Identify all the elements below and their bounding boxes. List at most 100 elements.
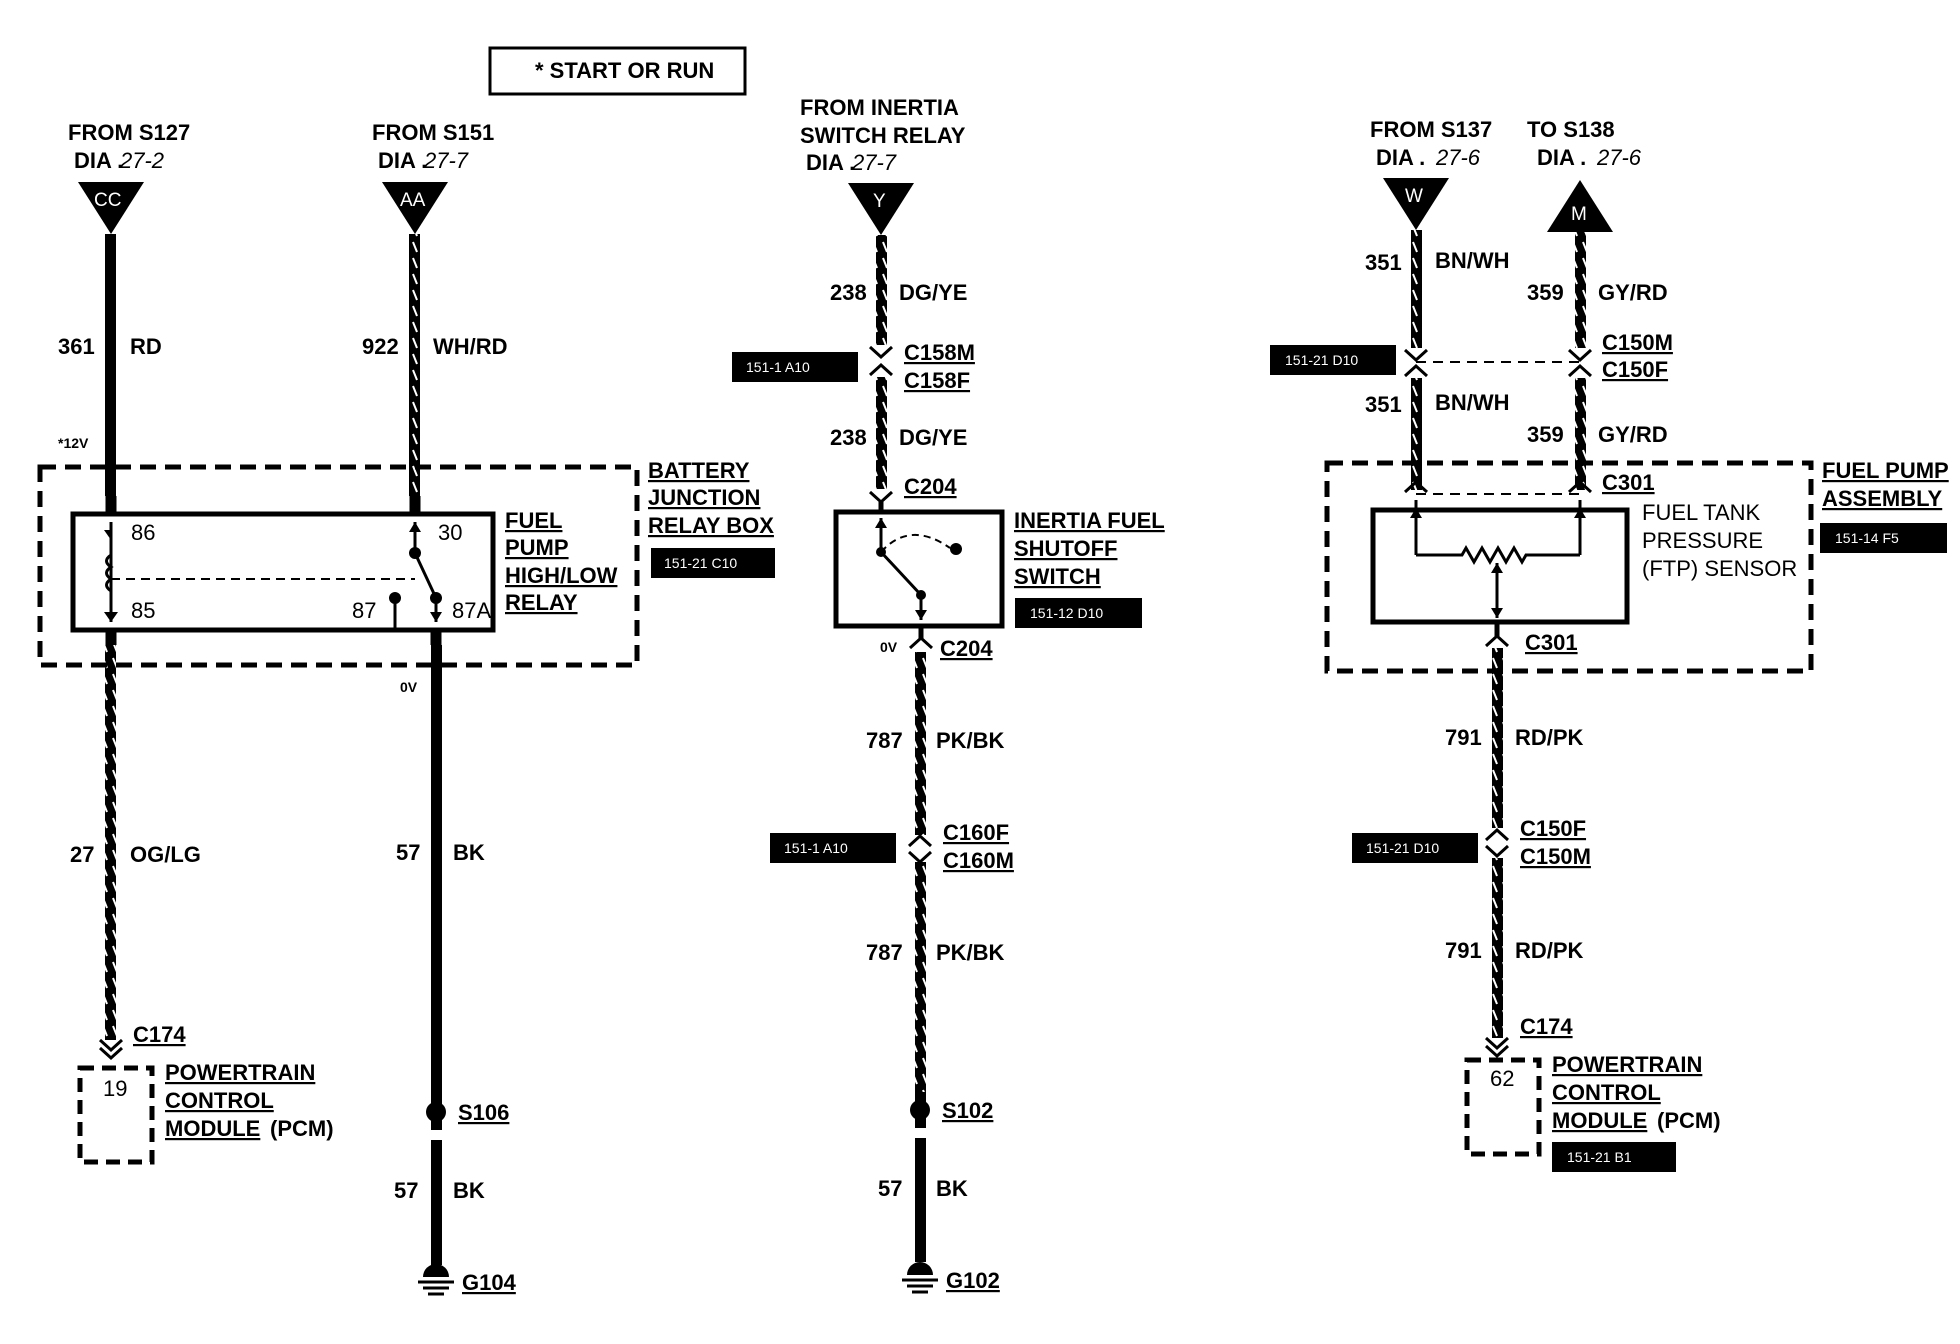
dia-prefix: DIA . bbox=[1376, 145, 1425, 170]
ground-icon bbox=[902, 1262, 938, 1294]
wire-number: 361 bbox=[58, 334, 95, 359]
ref-text: 151-21 C10 bbox=[664, 555, 737, 571]
pcm-label-2: CONTROL bbox=[165, 1088, 274, 1113]
sensor-label-3: (FTP) SENSOR bbox=[1642, 556, 1797, 581]
relay-label-2: PUMP bbox=[505, 535, 569, 560]
wire-number: 27 bbox=[70, 842, 94, 867]
connector-id: Y bbox=[873, 191, 886, 212]
wire-number: 351 bbox=[1365, 250, 1402, 275]
wire-color: BK bbox=[453, 840, 485, 865]
connector-m-icon bbox=[1547, 180, 1613, 232]
wire-number: 238 bbox=[830, 280, 867, 305]
pcm-label-3: MODULE bbox=[165, 1116, 260, 1141]
ftp-sensor-group: C150M C150F 151-21 D10 C301 FUEL PUMP AS… bbox=[1270, 330, 1949, 1172]
pcm-box bbox=[77, 1065, 155, 1165]
wire-color: GY/RD bbox=[1598, 422, 1668, 447]
ref-tag bbox=[770, 833, 896, 863]
wire-color: RD bbox=[130, 334, 162, 359]
legend-text: * START OR RUN bbox=[535, 58, 714, 83]
connector-label-b: C150F bbox=[1602, 357, 1668, 382]
sensor-label-2: PRESSURE bbox=[1642, 528, 1763, 553]
ref-text: 151-12 D10 bbox=[1030, 605, 1103, 621]
relay-label-4: RELAY bbox=[505, 590, 578, 615]
ref-text: 151-1 A10 bbox=[746, 359, 810, 375]
c204-bottom: C204 bbox=[940, 636, 993, 661]
wire-color: BN/WH bbox=[1435, 390, 1510, 415]
pcm-pin: 62 bbox=[1490, 1066, 1514, 1091]
ref-text: 151-21 B1 bbox=[1567, 1149, 1632, 1165]
ref-tag bbox=[651, 548, 775, 578]
ftp-sensor-box bbox=[1370, 507, 1630, 625]
pcm-label-1: POWERTRAIN bbox=[1552, 1052, 1702, 1077]
wire-number: 922 bbox=[362, 334, 399, 359]
dia-prefix: DIA . bbox=[806, 150, 855, 175]
voltage-label: *12V bbox=[58, 435, 89, 451]
ref-text: 151-14 F5 bbox=[1835, 530, 1899, 546]
bjb-label-2: JUNCTION bbox=[648, 485, 760, 510]
dia-prefix: DIA . bbox=[378, 148, 427, 173]
wire-number: 791 bbox=[1445, 938, 1482, 963]
column-s151: FROM S151 DIA . 27-7 AA 922 WH/RD 0V 57 … bbox=[362, 120, 517, 1296]
switch-label-1: INERTIA FUEL bbox=[1014, 508, 1165, 533]
pcm-connector: C174 bbox=[1520, 1014, 1573, 1039]
from-label-2: SWITCH RELAY bbox=[800, 123, 966, 148]
relay-label-3: HIGH/LOW bbox=[505, 563, 618, 588]
wire-color: OG/LG bbox=[130, 842, 201, 867]
switch-label-2: SHUTOFF bbox=[1014, 536, 1117, 561]
from-label: FROM S127 bbox=[68, 120, 190, 145]
bjb-label-1: BATTERY bbox=[648, 458, 750, 483]
connector-label-a: C160F bbox=[943, 820, 1009, 845]
wire-color: PK/BK bbox=[936, 940, 1005, 965]
connector-aa-icon bbox=[382, 182, 448, 234]
from-label: FROM S151 bbox=[372, 120, 494, 145]
c301-bottom: C301 bbox=[1525, 630, 1578, 655]
wire-number: 359 bbox=[1527, 422, 1564, 447]
connector-label-b: C160M bbox=[943, 848, 1014, 873]
wire-number: 791 bbox=[1445, 725, 1482, 750]
pin-87: 87 bbox=[352, 598, 376, 623]
connector-label-b: C158F bbox=[904, 368, 970, 393]
ground-icon bbox=[418, 1264, 454, 1296]
pin-87a: 87A bbox=[452, 598, 491, 623]
ground-label: G104 bbox=[462, 1270, 517, 1295]
dia-prefix: DIA . bbox=[74, 148, 123, 173]
sensor-label-1: FUEL TANK bbox=[1642, 500, 1761, 525]
connector-label-a: C158M bbox=[904, 340, 975, 365]
to-label: TO S138 bbox=[1527, 117, 1615, 142]
connector-id: W bbox=[1405, 186, 1423, 207]
connector-id: AA bbox=[400, 190, 426, 211]
wire-361 bbox=[105, 234, 116, 496]
wire-color: DG/YE bbox=[899, 280, 967, 305]
pcm-label-1: POWERTRAIN bbox=[165, 1060, 315, 1085]
dia-prefix: DIA . bbox=[1537, 145, 1586, 170]
wire-color: DG/YE bbox=[899, 425, 967, 450]
column-s137: FROM S137 DIA . 27-6 W 351 BN/WH 351 BN/… bbox=[1365, 117, 1510, 490]
connector-cc-icon bbox=[78, 182, 144, 234]
ref-text: 151-1 A10 bbox=[784, 840, 848, 856]
connector-label-b: C150M bbox=[1520, 844, 1591, 869]
connector-w-icon bbox=[1383, 178, 1449, 230]
dia-ref: 27-6 bbox=[1596, 145, 1642, 170]
dia-ref: 27-7 bbox=[423, 148, 469, 173]
relay-label-1: FUEL bbox=[505, 508, 562, 533]
start-or-run-legend: * START OR RUN bbox=[488, 46, 747, 96]
column-inertia: FROM INERTIA SWITCH RELAY DIA . 27-7 Y 2… bbox=[732, 95, 1165, 1294]
wire-number: 238 bbox=[830, 425, 867, 450]
pin-30: 30 bbox=[438, 520, 462, 545]
column-s138: TO S138 DIA . 27-6 M 359 GY/RD 359 GY/RD bbox=[1527, 117, 1668, 490]
pin-85: 85 bbox=[131, 598, 155, 623]
ref-tag bbox=[1270, 345, 1396, 375]
dia-ref: 27-7 bbox=[851, 150, 897, 175]
connector-y-icon bbox=[848, 183, 914, 235]
switch-label-3: SWITCH bbox=[1014, 564, 1101, 589]
pcm-label-3b: (PCM) bbox=[270, 1116, 334, 1141]
assembly-label-1: FUEL PUMP bbox=[1822, 458, 1949, 483]
wire-color: PK/BK bbox=[936, 728, 1005, 753]
pcm-box bbox=[1464, 1057, 1542, 1157]
wire-number: 57 bbox=[396, 840, 420, 865]
from-label-1: FROM INERTIA bbox=[800, 95, 959, 120]
fuel-pump-relay: 86 85 30 87 87A FUEL PUMP HIGH/LOW RELAY bbox=[70, 496, 618, 645]
pcm-label-3: MODULE bbox=[1552, 1108, 1647, 1133]
from-label: FROM S137 bbox=[1370, 117, 1492, 142]
ref-tag bbox=[732, 352, 858, 382]
